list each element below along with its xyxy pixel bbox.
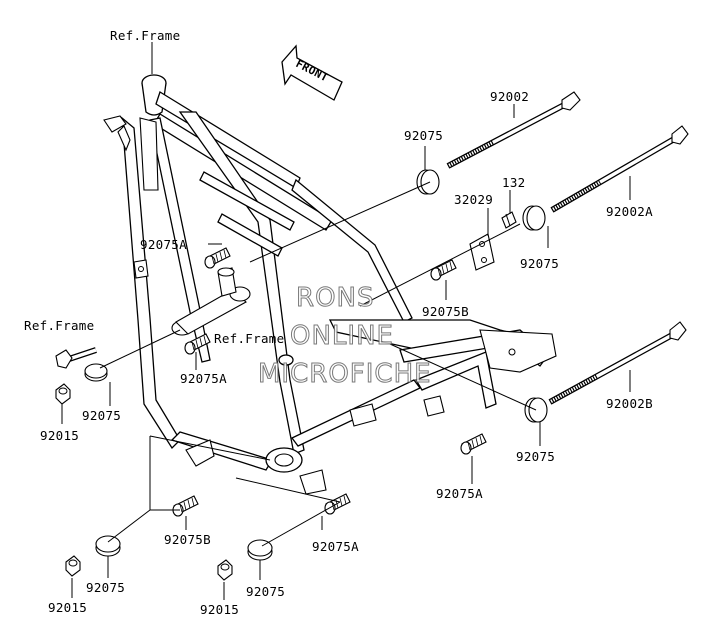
fitting-132 [501,211,517,229]
collar-92075-right1 [522,205,546,231]
collar-92075-bottom-left [95,535,121,557]
label-92015-1: 92015 [40,428,79,443]
bolt-92002 [446,91,581,169]
label-132: 132 [502,175,525,190]
label-92015-3: 92015 [200,602,239,617]
label-ref-frame-top: Ref.Frame [110,28,180,43]
label-92002A: 92002A [606,204,653,219]
label-92002: 92002 [490,89,529,104]
bracket-32029 [469,233,495,271]
collar-92075-right2 [524,397,548,423]
label-ref-frame-left: Ref.Frame [24,318,94,333]
label-92075A-1: 92075A [140,237,187,252]
bush-92075B-1 [430,259,457,281]
label-92075A-3: 92075A [436,486,483,501]
label-92002B: 92002B [606,396,653,411]
watermark: RONS ONLINE MICROFICHE [258,283,432,390]
label-92075-top: 92075 [404,128,443,143]
bolt-92002B [548,321,687,405]
label-92075B-2: 92075B [164,532,211,547]
label-92075-left: 92075 [82,408,121,423]
bolt-92002A [550,125,689,213]
watermark-line3: MICROFICHE [258,359,432,389]
bush-92075A-1 [204,247,231,269]
nut-92015-3 [217,559,233,581]
label-92075-bm: 92075 [246,584,285,599]
motorcycle-frame [103,74,557,495]
label-92075-right1: 92075 [520,256,559,271]
watermark-line1: RONS [296,283,374,313]
label-92015-2: 92015 [48,600,87,615]
label-92075-right2: 92075 [516,449,555,464]
label-92075A-4: 92075A [312,539,359,554]
front-arrow: FRONT [281,44,343,101]
watermark-line2: ONLINE [290,321,394,351]
bush-92075A-3 [460,433,487,455]
label-92075-bl: 92075 [86,580,125,595]
label-32029: 32029 [454,192,493,207]
nut-92015-2 [65,555,81,577]
label-92075B-1: 92075B [422,304,469,319]
label-ref-frame-mid: Ref.Frame [214,331,284,346]
bush-92075A-2 [184,333,211,355]
collar-92075-top [416,169,440,195]
label-92075A-2: 92075A [180,371,227,386]
collar-92075-bottom-mid [247,539,273,561]
nut-92015-1 [55,383,71,405]
bolt-left-short [55,347,97,369]
leader-lines [61,42,631,600]
bush-92075A-4 [324,493,351,515]
part-labels: Ref.Frame Ref.Frame Ref.Frame 92002 9200… [24,28,653,617]
bush-92075B-2 [172,495,199,517]
